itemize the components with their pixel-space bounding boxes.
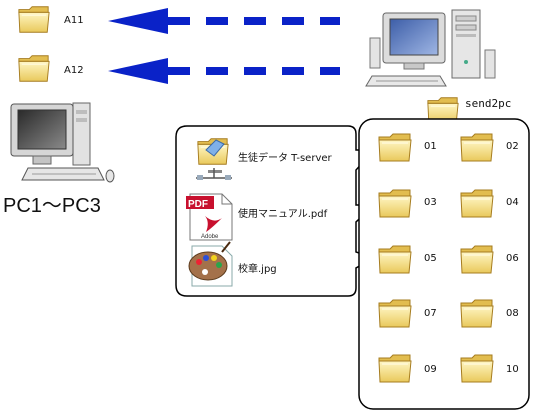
subfolder-08[interactable]: 08 — [460, 299, 519, 328]
folder-label: 09 — [424, 364, 437, 375]
folder-label: A11 — [64, 15, 84, 26]
file-label: 校章.jpg — [238, 262, 277, 275]
subfolder-10[interactable]: 10 — [460, 354, 519, 383]
folder-label: 05 — [424, 253, 437, 264]
subfolder-09[interactable]: 09 — [378, 354, 437, 383]
callout-file-emblem-jpg[interactable]: 校章.jpg — [188, 241, 277, 287]
folder-label: 01 — [424, 141, 437, 152]
arrow-to-a11 — [108, 8, 340, 34]
folder-icon — [18, 54, 50, 82]
pdf-icon: PDF Adobe — [186, 193, 233, 241]
folder-a12[interactable]: A12 — [18, 54, 84, 82]
callout-file-manual-pdf[interactable]: PDF Adobe 使用マニュアル.pdf — [186, 193, 328, 241]
server-computer-icon — [365, 9, 496, 87]
folder-icon — [460, 354, 494, 383]
pdf-icon-text: PDF — [188, 199, 208, 210]
file-label: 生徒データ T-server — [238, 151, 333, 164]
folder-a11[interactable]: A11 — [18, 5, 84, 33]
folder-label: send2pc — [465, 97, 511, 110]
pc-label: PC1～PC3 — [3, 195, 101, 217]
folder-label: 02 — [506, 141, 519, 152]
subfolder-06[interactable]: 06 — [460, 245, 519, 274]
client-computer-icon — [10, 102, 115, 183]
folder-icon — [18, 5, 50, 33]
folder-icon — [378, 245, 412, 274]
subfolder-05[interactable]: 05 — [378, 245, 437, 274]
folder-label: 08 — [506, 308, 519, 319]
folder-icon — [460, 245, 494, 274]
subfolder-07[interactable]: 07 — [378, 299, 437, 328]
subfolder-04[interactable]: 04 — [460, 189, 519, 218]
paint-palette-icon — [188, 241, 233, 287]
folder-icon — [378, 354, 412, 383]
callout-file-student-data[interactable]: 生徒データ T-server — [196, 137, 333, 180]
folder-label: 03 — [424, 197, 437, 208]
folder-icon — [378, 299, 412, 328]
arrow-to-a12 — [108, 58, 340, 84]
subfolder-01[interactable]: 01 — [378, 133, 437, 162]
folder-label: A12 — [64, 65, 84, 76]
file-label: 使用マニュアル.pdf — [238, 207, 328, 220]
folder-icon — [460, 189, 494, 218]
pdf-brand-text: Adobe — [201, 234, 219, 240]
folder-label: 04 — [506, 197, 519, 208]
folder-icon — [378, 133, 412, 162]
network-folder-icon — [196, 137, 232, 180]
folder-icon — [460, 133, 494, 162]
folder-icon — [460, 299, 494, 328]
send2pc-folder[interactable]: send2pc — [427, 96, 511, 124]
folder-label: 10 — [506, 364, 519, 375]
folder-label: 07 — [424, 308, 437, 319]
subfolder-02[interactable]: 02 — [460, 133, 519, 162]
folder-icon — [378, 189, 412, 218]
subfolder-03[interactable]: 03 — [378, 189, 437, 218]
folder-label: 06 — [506, 253, 519, 264]
